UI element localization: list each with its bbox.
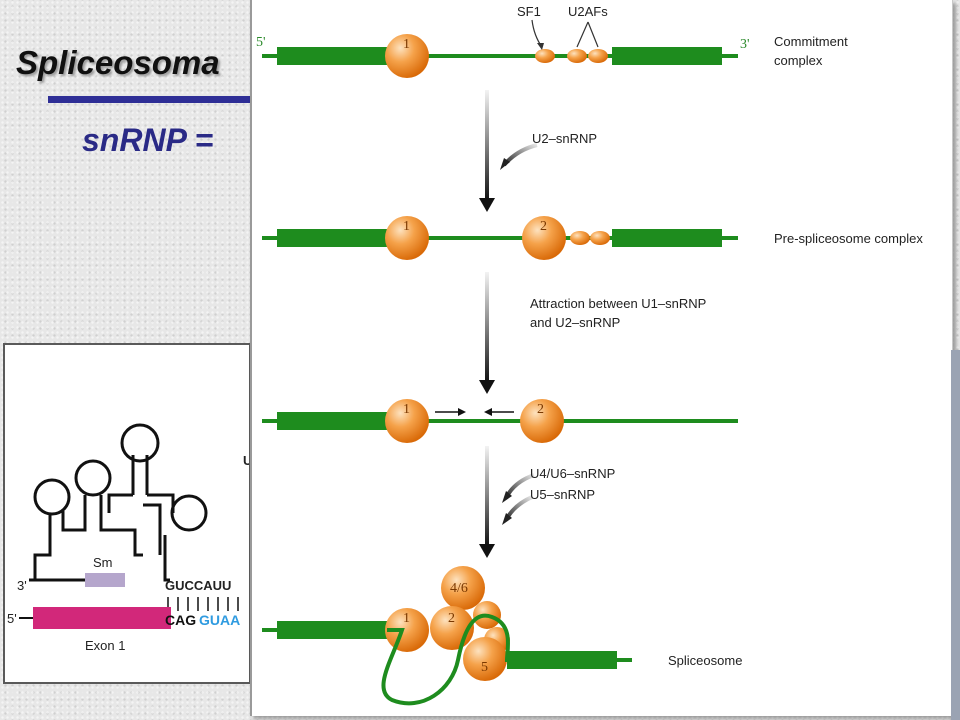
snrna-sequence: GUCCAUU (165, 578, 231, 593)
spliceosome-assembly-panel: 5' 3' 1 SF1 U2AFs Commitment complex U2–… (250, 0, 953, 716)
premrna-5prime-label: 5' (7, 611, 17, 626)
commitment-complex-label: Commitment (774, 34, 848, 49)
svg-text:4/6: 4/6 (450, 581, 468, 596)
svg-text:1: 1 (403, 402, 410, 417)
step-3-arrow: U4/U6–snRNP U5–snRNP (479, 446, 615, 558)
snrna-secondary-structure (29, 423, 208, 582)
slide-title: Spliceosoma (16, 44, 220, 81)
exon-2-block (612, 47, 722, 65)
stem-loop-top (120, 423, 160, 463)
exon-1-block (277, 621, 387, 639)
sm-label: Sm (93, 555, 113, 570)
u2-snrnp-step-label: U2–snRNP (532, 131, 597, 146)
three-prime-label: 3' (740, 37, 750, 52)
stem-loop-right (170, 494, 208, 532)
u4-u6-snrnp-label: U4/U6–snRNP (530, 466, 615, 481)
intron-sequence: GUAA (199, 612, 240, 628)
slide-subtitle: snRNP = (82, 122, 214, 158)
stem-loop-middle-left (74, 459, 112, 497)
svg-text:5: 5 (481, 660, 488, 675)
svg-text:2: 2 (537, 402, 544, 417)
sf1-protein (535, 49, 555, 63)
u1-snrnp (385, 399, 429, 443)
snrna-structure-inset: Sm 3' GUCCAUU U 5' CAG GUAA Exon 1 (3, 343, 251, 684)
attraction-label: Attraction between U1–snRNP (530, 296, 706, 311)
u4-u6-snrnp (441, 566, 485, 610)
u1-snrnp (385, 216, 429, 260)
stem-loop-left (33, 478, 71, 516)
u1-snrnp (385, 34, 429, 78)
attraction-row: 1 2 (262, 399, 738, 443)
svg-text:1: 1 (403, 611, 410, 626)
intron-lariat (381, 613, 517, 706)
exon-1-block (277, 47, 387, 65)
exon-2-block (507, 651, 617, 669)
u5-snrnp (463, 637, 507, 681)
u2af-protein-b (588, 49, 608, 63)
pre-spliceosome-row: 1 2 Pre-spliceosome complex (262, 216, 923, 260)
cut-off-letter: U (243, 453, 249, 468)
attraction-label-2: and U2–snRNP (530, 315, 620, 330)
u5-snrnp-label: U5–snRNP (530, 487, 595, 502)
spliceosome-label: Spliceosome (668, 653, 742, 668)
u2af-protein-a (567, 49, 587, 63)
svg-text:2: 2 (448, 611, 455, 626)
snrna-structure-figure: Sm 3' GUCCAUU U 5' CAG GUAA Exon 1 (7, 423, 249, 653)
u2-snrnp (522, 216, 566, 260)
exon-sequence: CAG (165, 612, 196, 628)
exon-label: Exon 1 (85, 638, 125, 653)
u2-snrnp (520, 399, 564, 443)
u2afs-label: U2AFs (568, 4, 608, 19)
svg-text:1: 1 (403, 37, 410, 52)
sf1-label: SF1 (517, 4, 541, 19)
step-1-arrow: U2–snRNP (479, 90, 597, 212)
svg-text:2: 2 (540, 219, 547, 234)
sm-binding-site (85, 573, 125, 587)
title-underline (48, 96, 253, 103)
spliceosome-row: 4/6 1 2 5 Spliceosome (262, 566, 742, 706)
spliceosome-assembly-diagram: 5' 3' 1 SF1 U2AFs Commitment complex U2–… (256, 4, 923, 706)
step-2-arrow: Attraction between U1–snRNP and U2–snRNP (479, 272, 706, 394)
svg-text:1: 1 (403, 219, 410, 234)
background-strip (951, 350, 960, 720)
exon-1-block (33, 607, 171, 629)
commitment-complex-row: 5' 3' 1 SF1 U2AFs Commitment complex (256, 4, 848, 78)
commitment-complex-label-2: complex (774, 53, 823, 68)
base-pair-ticks (167, 597, 239, 611)
five-prime-label: 5' (256, 35, 266, 50)
snrna-3prime-label: 3' (17, 578, 27, 593)
pre-spliceosome-label: Pre-spliceosome complex (774, 231, 923, 246)
